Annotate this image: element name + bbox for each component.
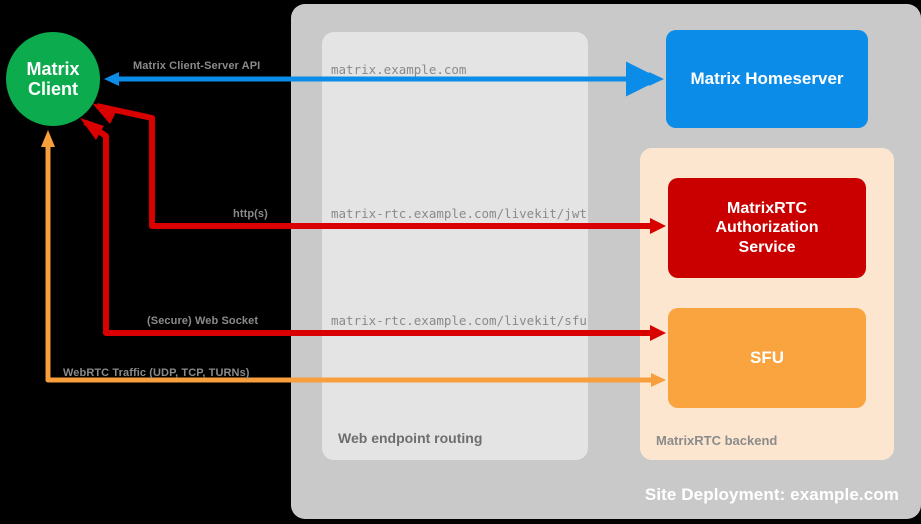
node-matrixrtc-authorization-service[interactable]: MatrixRTC Authorization Service — [668, 178, 866, 278]
url-label-livekit-sfu: matrix-rtc.example.com/livekit/sfu — [331, 313, 587, 328]
edge-label-http-s: http(s) — [233, 208, 268, 220]
node-sfu[interactable]: SFU — [668, 308, 866, 408]
node-matrix-client[interactable]: Matrix Client — [6, 32, 100, 126]
auth-service-line-2: Authorization — [715, 219, 819, 237]
matrix-homeserver-label: Matrix Homeserver — [690, 69, 844, 88]
web-endpoint-routing-label: Web endpoint routing — [338, 430, 483, 446]
auth-service-line-3: Service — [738, 238, 796, 256]
matrix-client-line-1: Matrix — [26, 58, 80, 79]
matrix-client-line-2: Client — [27, 79, 78, 99]
edge-label-matrix-client-server-api: Matrix Client-Server API — [133, 60, 261, 72]
web-endpoint-routing-container: Web endpoint routing — [322, 32, 588, 460]
node-matrix-homeserver[interactable]: Matrix Homeserver — [666, 30, 868, 128]
edge-label-webrtc-traffic: WebRTC Traffic (UDP, TCP, TURNs) — [63, 367, 250, 379]
edge-label-secure-web-socket: (Secure) Web Socket — [147, 315, 259, 327]
site-deployment-label: Site Deployment: example.com — [644, 485, 899, 504]
auth-service-line-1: MatrixRTC — [726, 199, 807, 217]
url-label-matrix-example-com: matrix.example.com — [331, 62, 467, 77]
matrixrtc-backend-label: MatrixRTC backend — [656, 433, 778, 448]
url-label-livekit-jwt: matrix-rtc.example.com/livekit/jwt — [331, 206, 587, 221]
sfu-label: SFU — [750, 348, 784, 367]
